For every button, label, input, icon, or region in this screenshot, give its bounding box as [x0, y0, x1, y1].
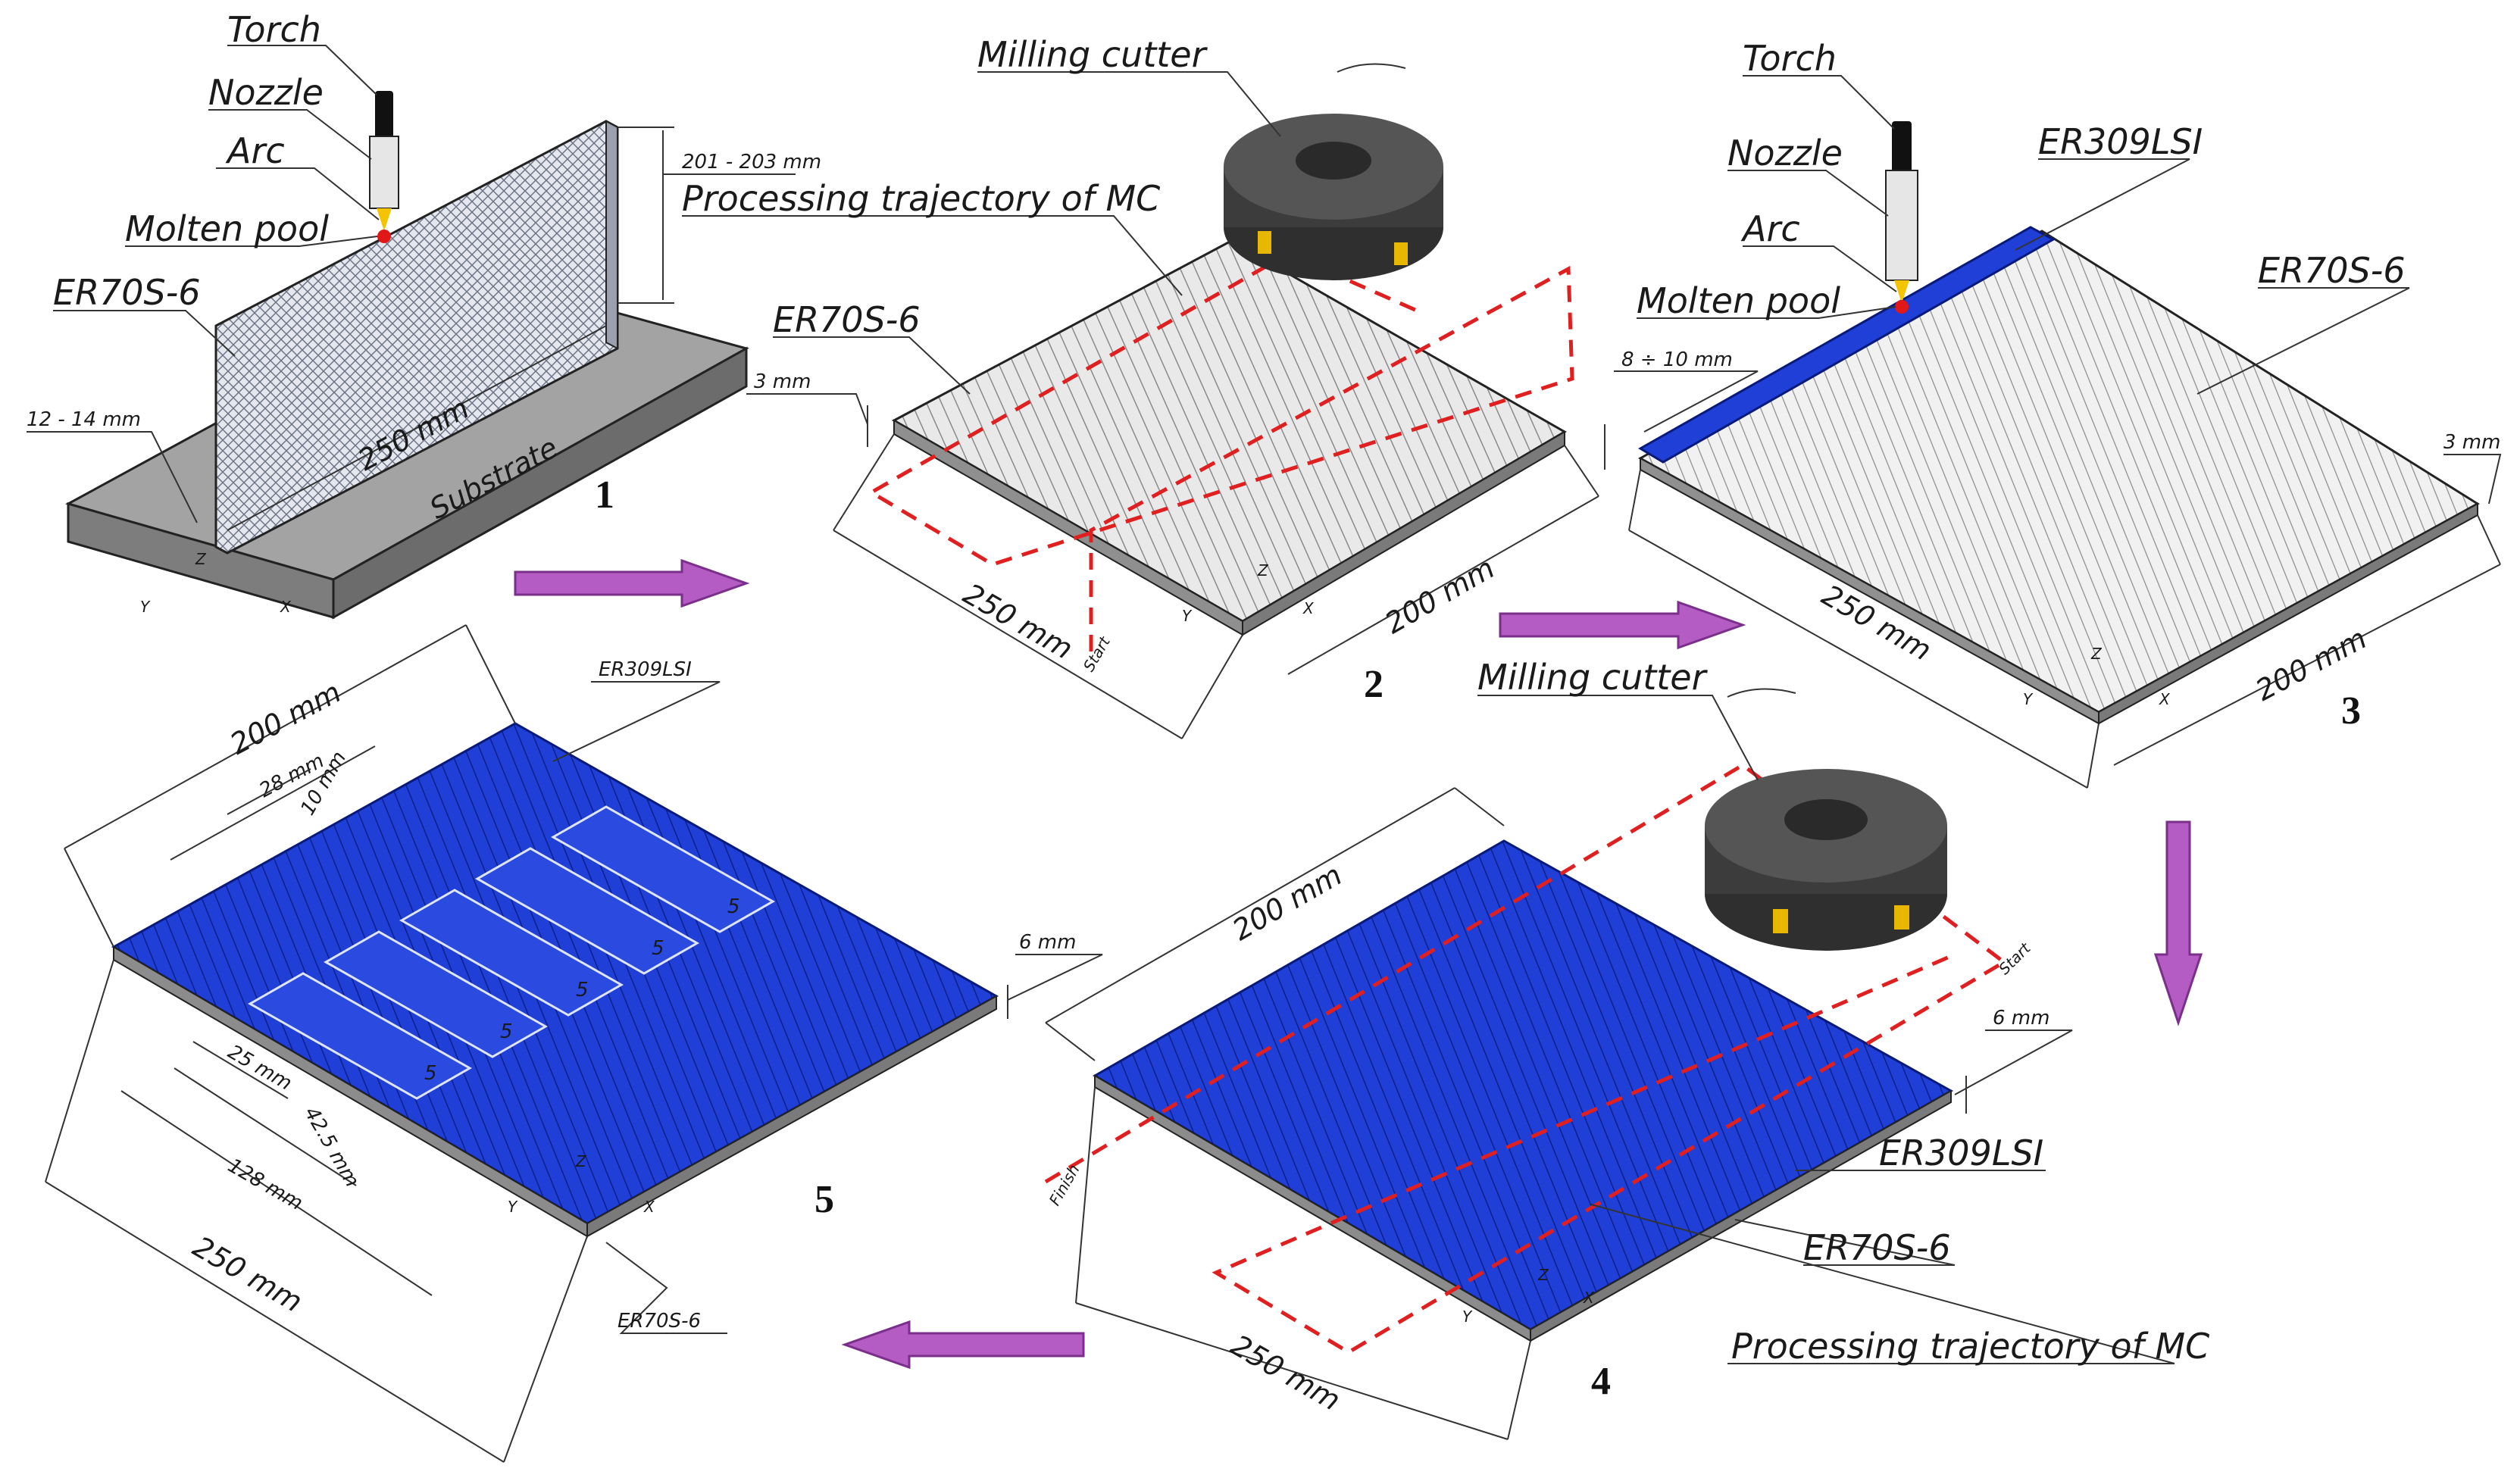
step2-axis-y: Y [1182, 607, 1193, 625]
step3-axis-z: Z [2090, 645, 2103, 663]
step2-trajectory-path [868, 252, 1574, 651]
step4-trajectory-path [1044, 762, 2008, 1354]
step3-arc-icon [1894, 280, 1909, 303]
step2-width-dim: 200 mm [1380, 551, 1500, 640]
step5-specimen [474, 847, 700, 975]
step1-molten-pool-icon [377, 230, 391, 243]
flow-arrow-2-to-3 [1499, 600, 1746, 650]
step2-axis-z: Z [1257, 561, 1269, 580]
step1-axis-z: Z [195, 550, 207, 568]
step4-start-label: Start [1995, 939, 2034, 978]
step4-axis-z: Z [1537, 1266, 1549, 1284]
step4-panel: Milling cutter 200 mm 250 mm 6 mm ER309L… [1044, 657, 2209, 1440]
step1-axis-x: X [280, 598, 292, 616]
step5-clad-label: ER309LSI [599, 658, 692, 681]
step4-number: 4 [1591, 1360, 1611, 1403]
step3-torch-label: Torch [1743, 38, 1837, 79]
step3-thickness-dim: 3 mm [2443, 431, 2500, 454]
step5-specimen-mark: 5 [727, 895, 740, 918]
step3-nozzle-icon [1885, 170, 1918, 281]
step5-specimen [247, 972, 473, 1100]
step1-arc-label: Arc [225, 130, 285, 171]
step2-trajectory-label: Processing trajectory of MC [682, 178, 1160, 219]
step5-specimen-mark: 5 [424, 1062, 437, 1085]
step5-axis-x: X [643, 1198, 655, 1216]
step2-thickness-dim: 3 mm [754, 370, 811, 393]
step3-number: 3 [2341, 689, 2361, 733]
step4-finish-label: Finish [1046, 1161, 1083, 1209]
step5-plate-side [586, 995, 997, 1238]
step1-arc-icon [377, 208, 392, 231]
step3-nozzle-label: Nozzle [1727, 133, 1843, 173]
step3-torch-icon [1892, 121, 1912, 174]
step4-axis-x: X [1583, 1289, 1595, 1307]
step4-axis-y: Y [1462, 1308, 1473, 1326]
step1-number: 1 [595, 473, 614, 517]
step3-panel: Torch Nozzle Arc Molten pool ER309LSI ER… [1604, 38, 2502, 789]
step1-panel: Torch Nozzle Arc Molten pool ER70S-6 201… [27, 9, 821, 620]
step5-width-dim: 200 mm [224, 675, 346, 761]
step4-milling-cutter-label: Milling cutter [1477, 657, 1709, 698]
step1-material-label: ER70S-6 [53, 272, 201, 313]
step3-axis-y: Y [2023, 690, 2034, 708]
step4-thickness-dim: 6 mm [1993, 1007, 2049, 1030]
step5-offset-dim: 42.5 mm [299, 1103, 363, 1191]
step2-material-label: ER70S-6 [773, 299, 921, 340]
step2-milling-cutter-label: Milling cutter [977, 34, 1208, 75]
step2-milling-cutter-icon [1224, 63, 1443, 280]
flow-arrow-3-to-4 [2153, 820, 2203, 1026]
step3-molten-pool-label: Molten pool [1637, 280, 1840, 321]
step5-specimen-mark: 5 [652, 937, 664, 960]
step5-span-dim: 128 mm [224, 1154, 307, 1215]
step5-specimen [550, 805, 776, 933]
step5-specimen [399, 889, 624, 1017]
step3-arc-label: Arc [1740, 208, 1800, 249]
step1-axis-y: Y [140, 598, 151, 616]
step5-specimen [323, 930, 549, 1058]
step5-specimens [247, 805, 776, 1100]
step4-trajectory-label: Processing trajectory of MC [1731, 1326, 2209, 1367]
step1-molten-pool-label: Molten pool [125, 208, 329, 249]
step4-base-label: ER70S-6 [1803, 1227, 1951, 1268]
step2-start-label: Start [1080, 633, 1115, 674]
step5-base-label: ER70S-6 [617, 1310, 701, 1333]
step3-axis-x: X [2159, 690, 2171, 708]
step5-specimen-mark: 5 [576, 979, 589, 1001]
step1-height-dim: 201 - 203 mm [682, 151, 821, 173]
step1-torch-icon [375, 91, 393, 140]
flow-arrow-1-to-2 [514, 558, 750, 608]
step2-number: 2 [1364, 663, 1383, 706]
step4-milling-cutter-icon [1705, 688, 1947, 951]
step3-base-label: ER70S-6 [2258, 250, 2406, 291]
step1-wall-side [605, 120, 618, 350]
step1-width-dim: 12 - 14 mm [27, 408, 141, 431]
step1-torch-label: Torch [227, 9, 321, 50]
step5-number: 5 [814, 1178, 834, 1221]
step4-width-dim: 200 mm [1227, 858, 1347, 947]
step3-clad-label: ER309LSI [2038, 121, 2203, 162]
step5-thickness-dim: 6 mm [1019, 931, 1076, 954]
flow-arrow-4-to-5 [841, 1320, 1085, 1370]
step2-length-dim: 250 mm [958, 577, 1078, 666]
step2-panel: Milling cutter Processing trajectory of … [682, 34, 1599, 739]
step5-axis-y: Y [508, 1198, 518, 1216]
step5-axis-z: Z [575, 1152, 587, 1170]
step1-substrate-side [332, 346, 748, 620]
step1-nozzle-label: Nozzle [208, 72, 324, 113]
step5-specimen-mark: 5 [500, 1020, 513, 1043]
step4-clad-label: ER309LSI [1879, 1133, 2043, 1173]
step3-bead-dim: 8 ÷ 10 mm [1621, 348, 1733, 371]
step2-axis-x: X [1302, 599, 1315, 617]
step1-nozzle-icon [369, 136, 399, 209]
step3-molten-pool-icon [1895, 300, 1909, 314]
